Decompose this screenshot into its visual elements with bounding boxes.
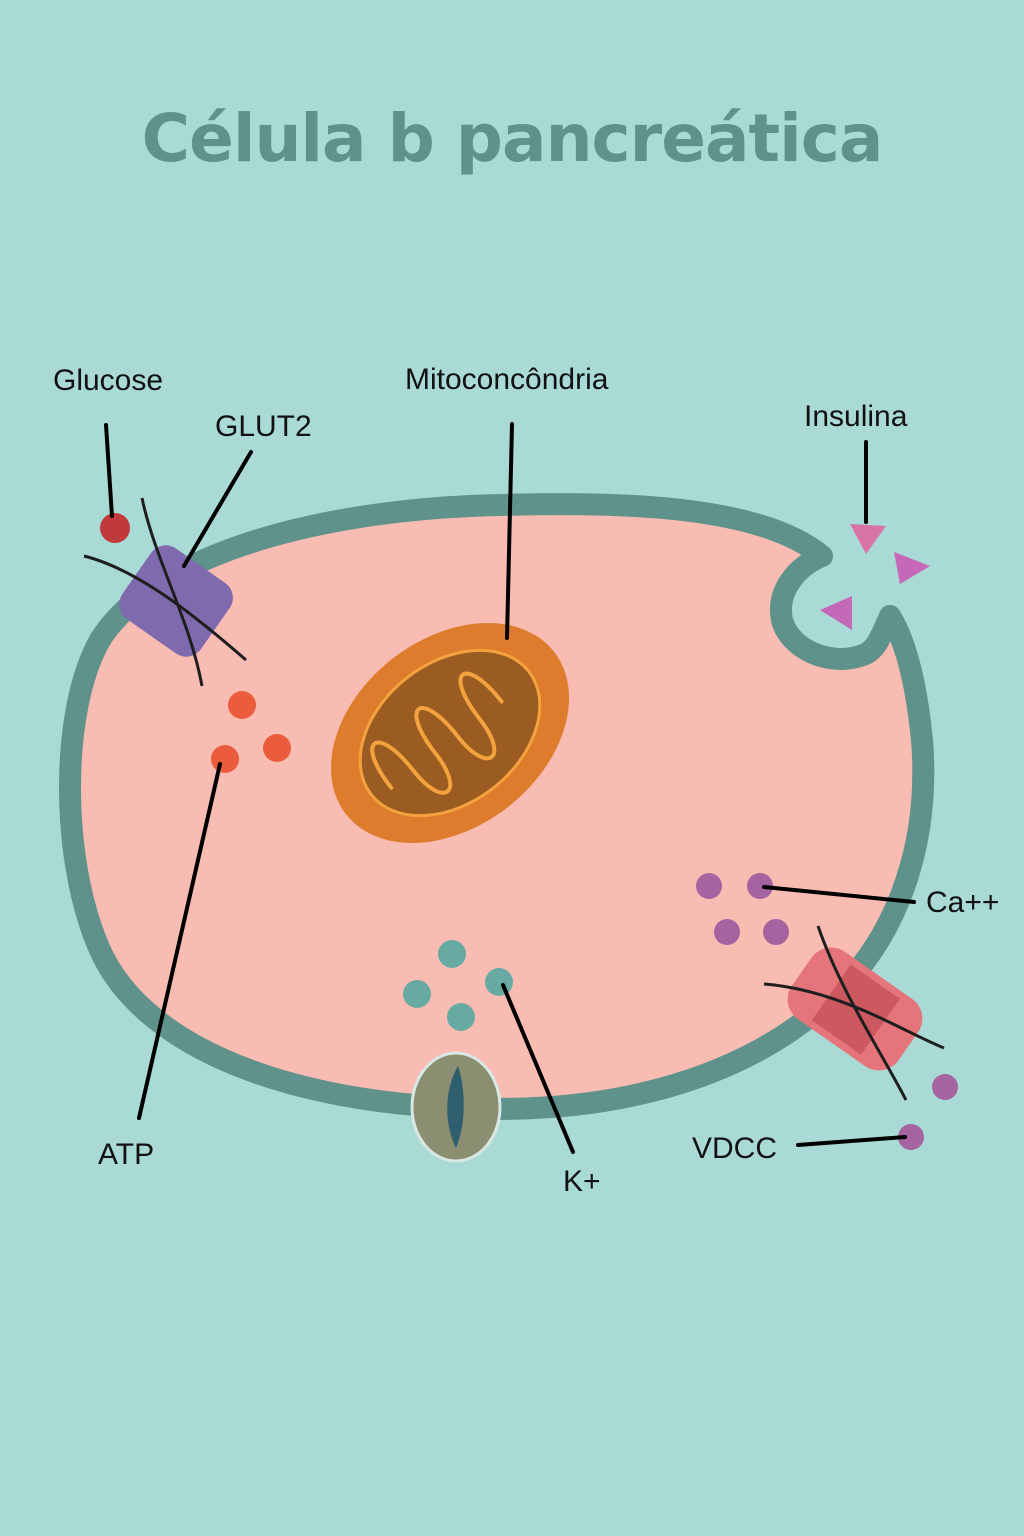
label-calcium: Ca++ <box>926 886 999 919</box>
glucose-molecule <box>100 513 130 543</box>
glut2-leader <box>182 450 253 568</box>
label-vdcc: VDCC <box>692 1132 777 1165</box>
mitochondrion <box>330 623 570 843</box>
calcium-ion <box>932 1074 958 1100</box>
calcium-ion <box>898 1124 924 1150</box>
potassium-ion <box>485 968 513 996</box>
calcium-ion <box>763 919 789 945</box>
potassium-leader <box>501 983 575 1154</box>
atp-molecule <box>211 745 239 773</box>
vdcc-leader <box>796 1135 907 1147</box>
calcium-ion <box>747 873 773 899</box>
label-glucose: Glucose <box>53 364 163 397</box>
atp-leader <box>137 762 222 1120</box>
potassium-ion <box>403 980 431 1008</box>
katp-channel <box>410 1051 502 1163</box>
label-insulin: Insulina <box>804 400 908 433</box>
glucose-leader <box>104 423 114 518</box>
label-atp: ATP <box>98 1138 154 1171</box>
label-potassium: K+ <box>563 1165 601 1198</box>
vdcc-channel <box>763 925 945 1101</box>
calcium-ion <box>714 919 740 945</box>
insulin-granules <box>820 524 930 630</box>
calcium-leader <box>762 885 916 904</box>
insulin-granule <box>894 552 930 584</box>
potassium-ion <box>438 940 466 968</box>
atp-molecule <box>228 691 256 719</box>
potassium-ion <box>447 1003 475 1031</box>
diagram-title: Célula b pancreática <box>141 100 884 177</box>
calcium-ion <box>696 873 722 899</box>
label-glut2: GLUT2 <box>215 410 312 443</box>
calcium-ions <box>696 873 958 1150</box>
atp-molecule <box>263 734 291 762</box>
mitochondria-leader <box>505 422 514 640</box>
label-mitochondria: Mitoconcôndria <box>405 363 609 396</box>
glut2-transporter <box>83 497 247 687</box>
insulin-granule <box>850 524 886 554</box>
insulin-granule <box>820 596 852 630</box>
